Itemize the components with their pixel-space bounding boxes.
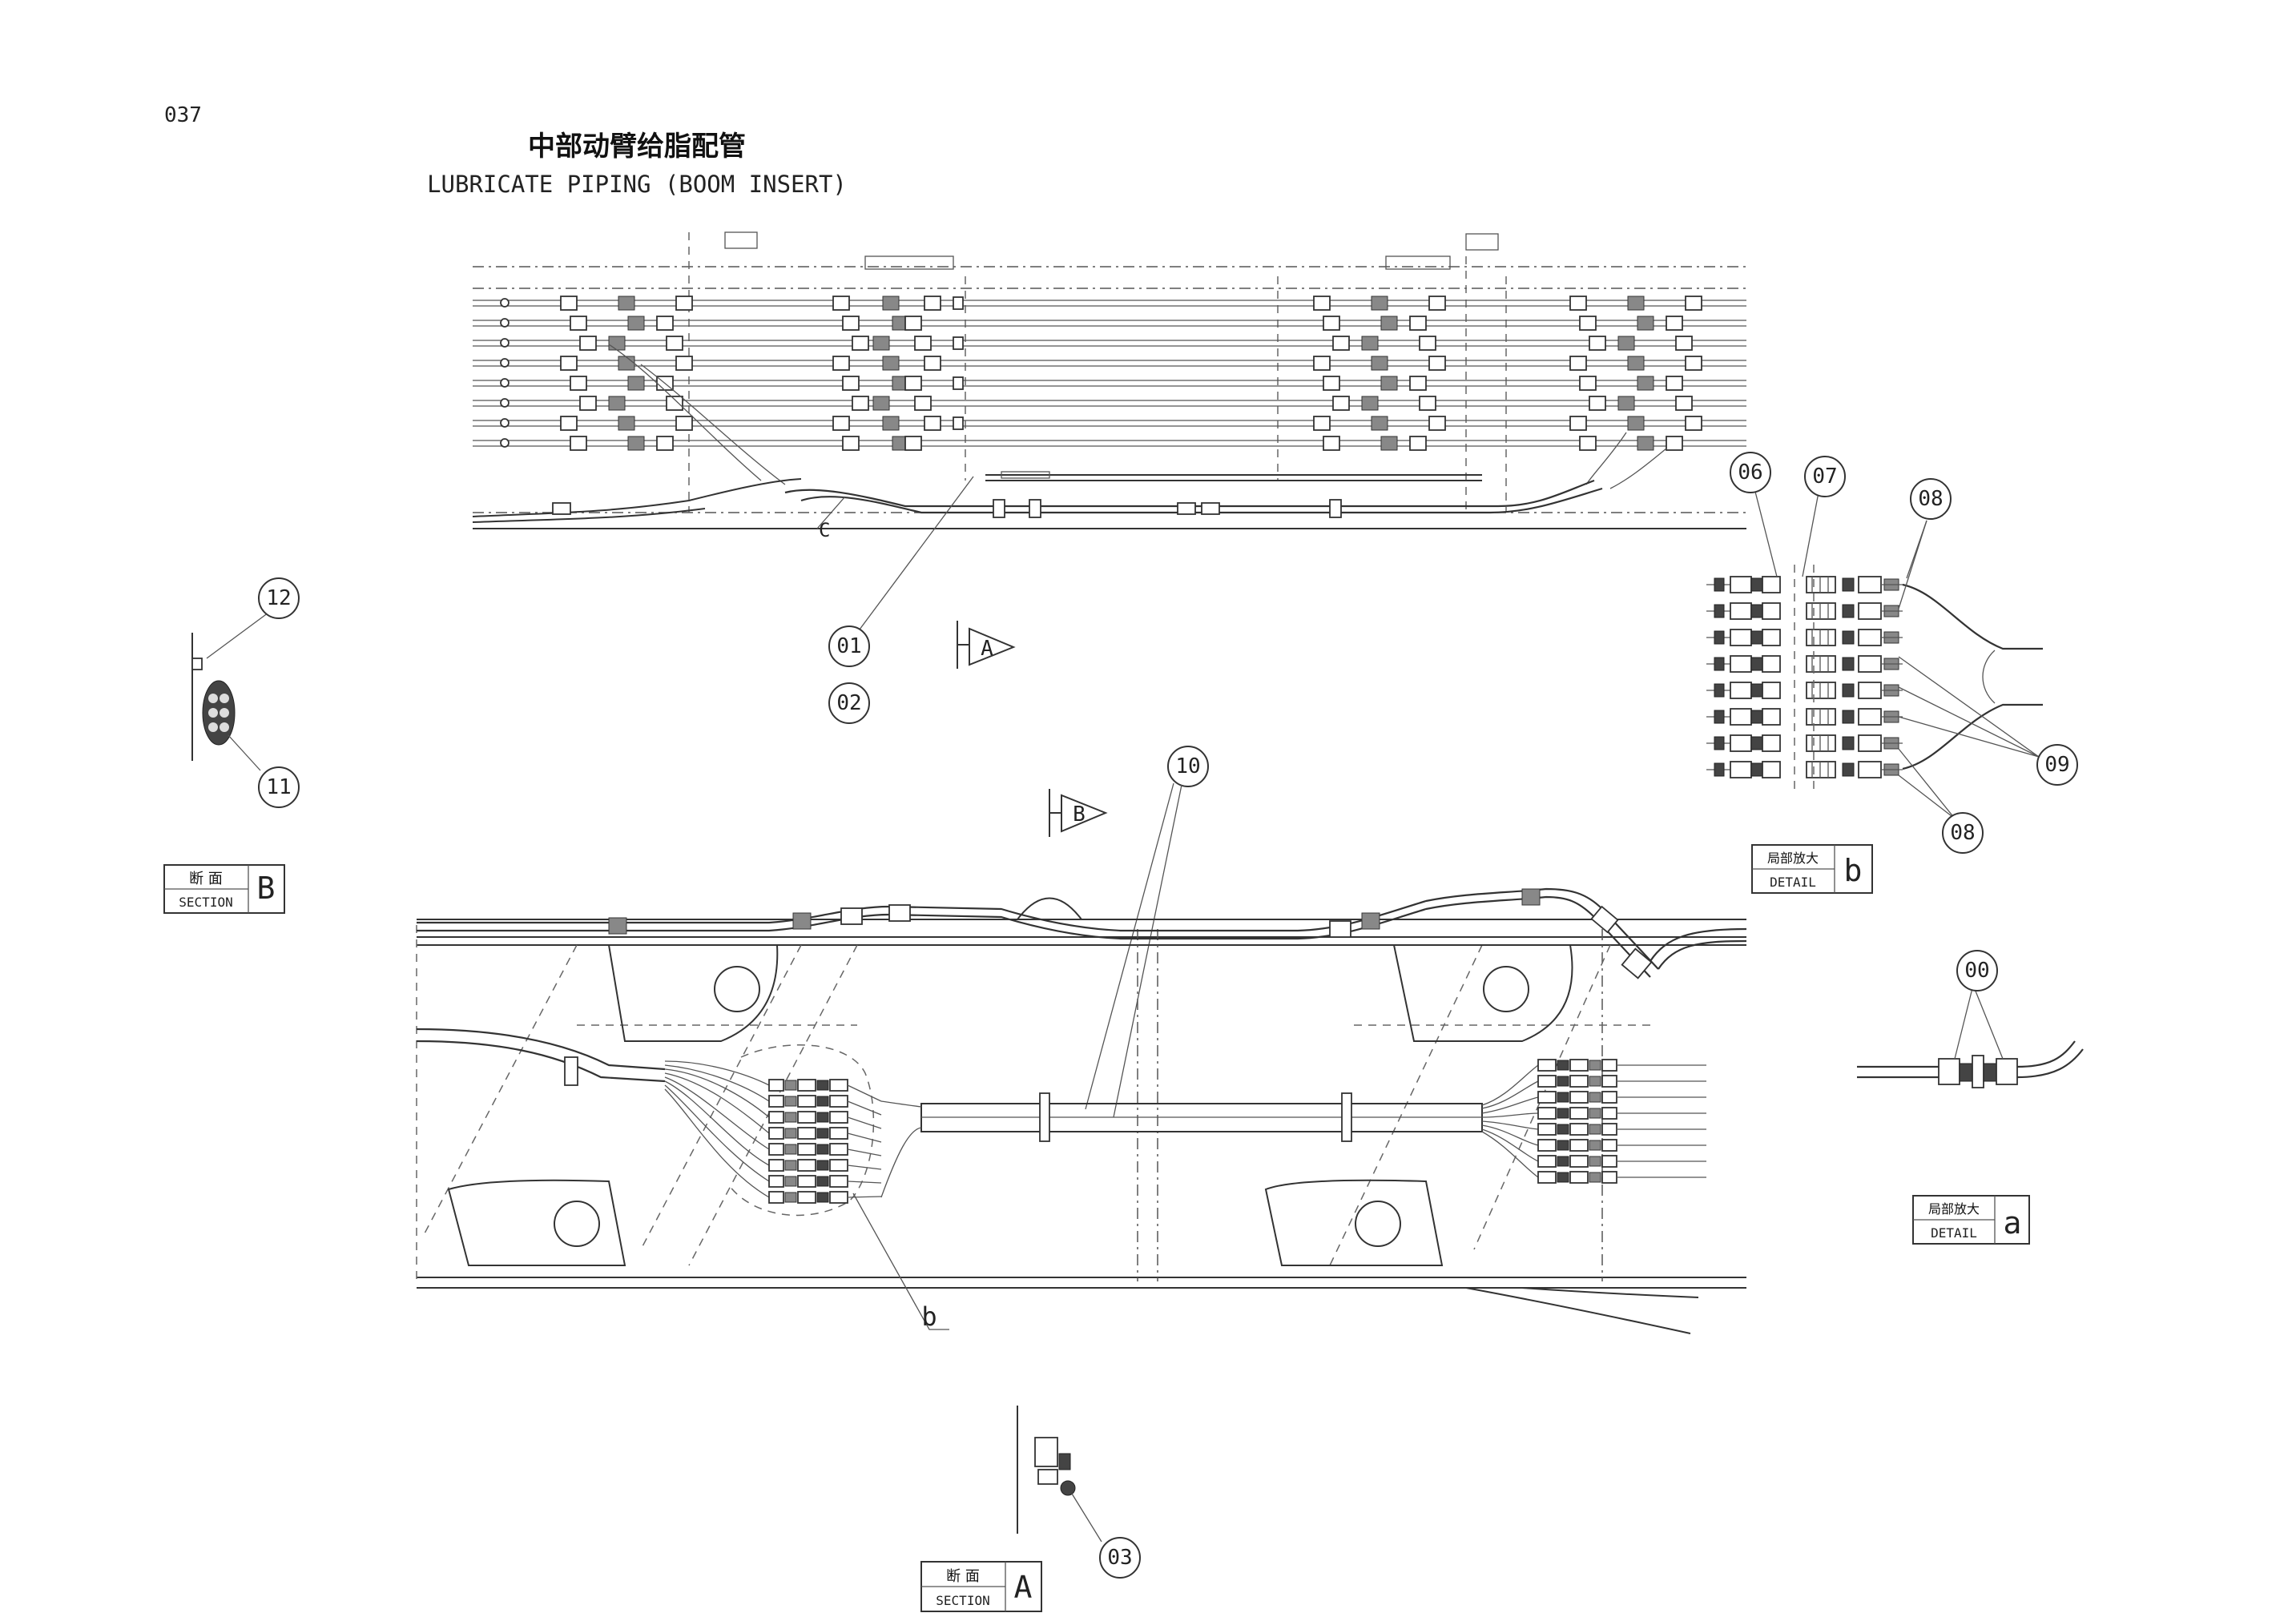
svg-text:06: 06	[1738, 461, 1762, 485]
balloon-09: 09	[2036, 744, 2078, 786]
svg-text:B: B	[1073, 802, 1086, 827]
svg-text:局部放大: 局部放大	[1928, 1201, 1980, 1217]
svg-text:SECTION: SECTION	[179, 895, 232, 910]
svg-text:00: 00	[1964, 959, 1989, 983]
balloon-07: 07	[1804, 456, 1846, 497]
detail-b-box: 局部放大 DETAIL b	[1751, 844, 1873, 894]
view-a-arrow: A	[957, 621, 1016, 669]
svg-text:断 面: 断 面	[946, 1568, 980, 1585]
lead-b-label: b	[921, 1301, 937, 1332]
section-a-box: 断 面 SECTION A	[920, 1561, 1042, 1612]
section-b-box: 断 面 SECTION B	[163, 864, 285, 914]
detail-b-view	[1706, 488, 2043, 819]
svg-text:局部放大: 局部放大	[1767, 851, 1819, 866]
section-b-view	[191, 612, 269, 771]
detail-a-view	[1857, 984, 2084, 1088]
svg-text:12: 12	[266, 586, 291, 610]
svg-text:DETAIL: DETAIL	[1931, 1225, 1977, 1241]
balloon-11: 11	[258, 766, 300, 808]
title-cn: 中部动臂给脂配管	[528, 131, 746, 163]
svg-text:09: 09	[2044, 753, 2069, 777]
balloon-02: 02	[828, 682, 870, 724]
balloon-10: 10	[1167, 746, 1209, 787]
svg-text:01: 01	[836, 634, 861, 658]
balloon-08-top: 08	[1910, 478, 1952, 520]
detail-a-box: 局部放大 DETAIL a	[1912, 1195, 2030, 1245]
svg-text:A: A	[1014, 1570, 1033, 1605]
lead-c-label: C	[819, 519, 830, 541]
svg-text:b: b	[1844, 853, 1863, 888]
balloon-06: 06	[1730, 452, 1771, 493]
balloon-12: 12	[258, 577, 300, 619]
svg-text:08: 08	[1950, 821, 1975, 845]
side-view: b	[416, 887, 1747, 1334]
svg-text:10: 10	[1175, 754, 1200, 778]
svg-text:03: 03	[1107, 1546, 1132, 1570]
svg-text:B: B	[257, 871, 276, 906]
section-a-view	[1017, 1406, 1102, 1543]
svg-text:a: a	[2004, 1205, 2022, 1241]
title-en: LUBRICATE PIPING (BOOM INSERT)	[427, 171, 847, 198]
view-b-arrow: B	[1049, 789, 1108, 837]
svg-text:11: 11	[266, 775, 291, 799]
top-view: C	[472, 231, 1746, 634]
balloon-00: 00	[1956, 950, 1998, 992]
svg-text:断 面: 断 面	[189, 871, 223, 887]
svg-text:08: 08	[1918, 487, 1943, 511]
balloon-08-bottom: 08	[1942, 812, 1984, 854]
svg-text:02: 02	[836, 691, 861, 715]
svg-text:07: 07	[1812, 465, 1837, 489]
page-number: 037	[164, 103, 202, 127]
svg-text:SECTION: SECTION	[936, 1593, 989, 1608]
svg-text:DETAIL: DETAIL	[1770, 875, 1816, 890]
svg-text:A: A	[981, 637, 993, 661]
balloon-03: 03	[1099, 1537, 1141, 1579]
balloon-01: 01	[828, 625, 870, 667]
